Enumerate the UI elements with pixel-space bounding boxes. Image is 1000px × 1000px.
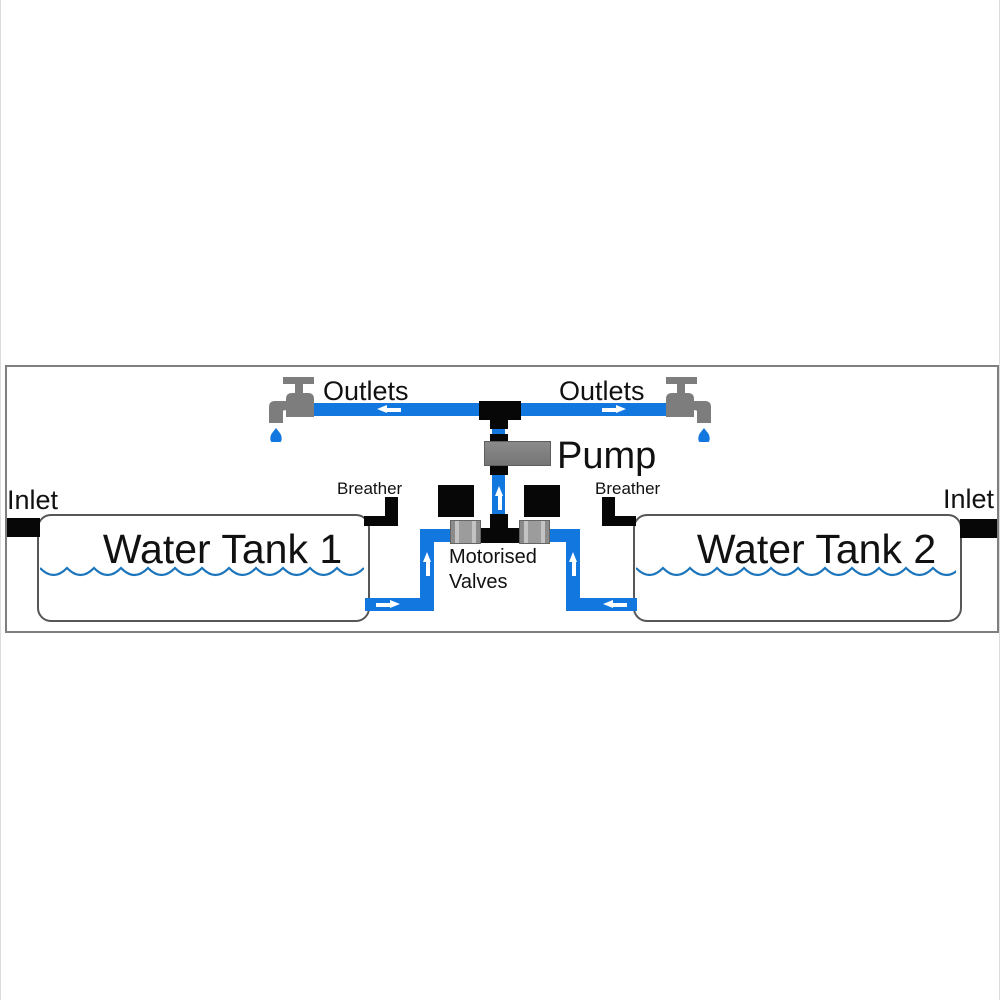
valve-tee-stub	[490, 514, 508, 529]
motorised-valves-label: Motorised Valves	[449, 546, 537, 593]
outlet-tee-fitting	[479, 401, 521, 420]
flow-arrow-icon	[423, 552, 432, 577]
inlet-left-label: Inlet	[7, 485, 59, 515]
flow-arrow-icon	[601, 405, 626, 414]
pump-icon	[484, 441, 551, 466]
flow-arrow-icon	[377, 405, 402, 414]
water-wave-icon	[40, 566, 364, 577]
valve-body-left-icon	[450, 520, 481, 544]
breather-pipe-icon	[602, 516, 636, 526]
outlet-tee-stub	[490, 419, 508, 429]
breather-left-label: Breather	[337, 479, 403, 498]
water-tank-2-label: Water Tank 2	[696, 526, 937, 572]
water-drop-icon	[698, 428, 710, 442]
water-wave-icon	[636, 566, 956, 577]
flow-arrow-icon	[375, 600, 400, 609]
flow-arrow-icon	[603, 600, 628, 609]
outlets-left-label: Outlets	[323, 376, 409, 406]
water-drop-icon	[270, 428, 282, 442]
inlet-right-label: Inlet	[943, 484, 995, 514]
left-valve-pipe	[431, 529, 452, 542]
valve-body-right-icon	[519, 520, 550, 544]
inlet-stub-icon	[960, 519, 997, 538]
valve-motor-left-icon	[438, 485, 474, 517]
breather-pipe-icon	[364, 516, 398, 526]
outlets-right-label: Outlets	[559, 376, 645, 406]
pump-label: Pump	[557, 435, 657, 477]
pump-bottom-collar	[490, 466, 508, 475]
tank2-outlet-pipe	[566, 598, 637, 611]
valve-motor-right-icon	[524, 485, 560, 517]
pump-top-collar	[490, 434, 508, 442]
right-valve-pipe	[549, 529, 568, 542]
pump-inlet-segment	[492, 427, 505, 436]
breather-right-label: Breather	[595, 479, 661, 498]
tap-icon	[269, 377, 314, 442]
water-tank-1-label: Water Tank 1	[102, 526, 343, 572]
flow-arrow-icon	[495, 486, 504, 511]
flow-arrow-icon	[569, 552, 578, 577]
tap-icon	[666, 377, 711, 442]
inlet-stub-icon	[7, 518, 40, 537]
valve-tee-fitting	[479, 528, 521, 543]
